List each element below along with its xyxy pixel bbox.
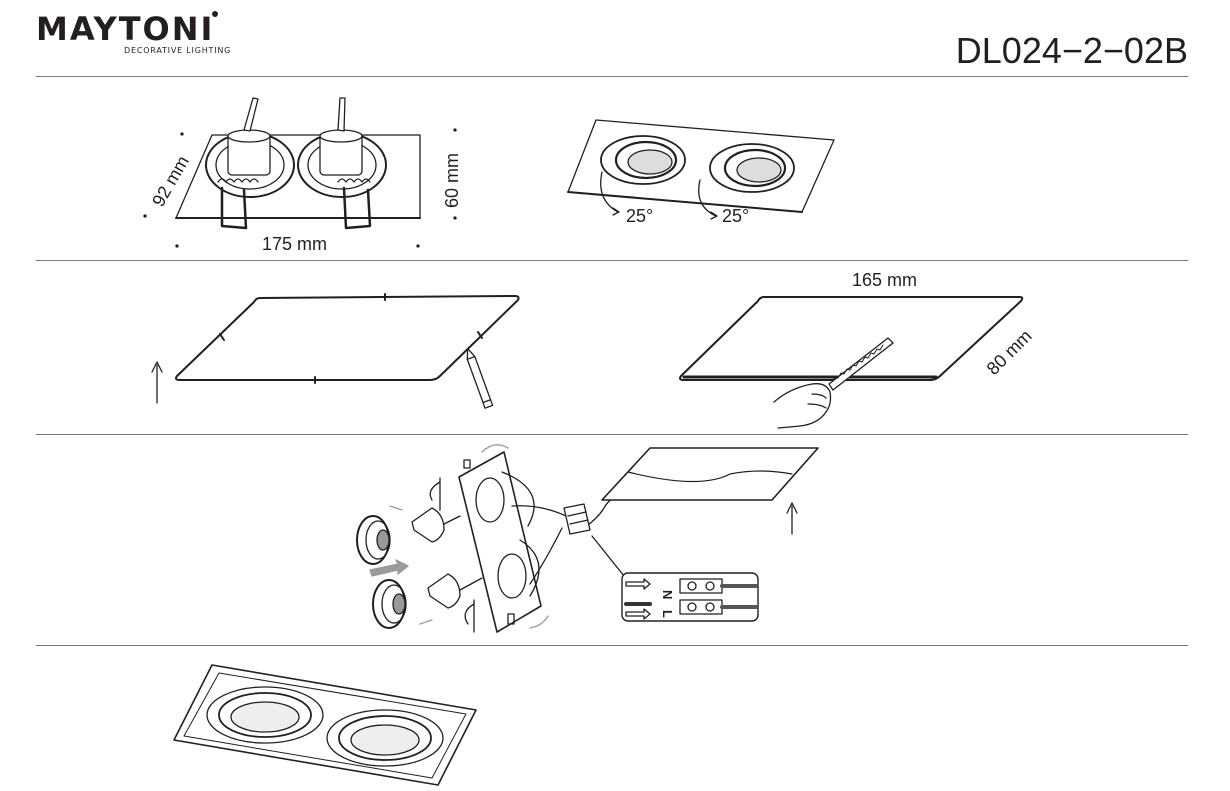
brand-logo: MAYTONI DECORATIVE LIGHTING <box>36 8 236 58</box>
wiring-detail <box>621 572 759 622</box>
hand-icon <box>773 383 832 429</box>
pencil-icon <box>466 347 494 409</box>
rotate-arrow-icon <box>481 444 509 453</box>
cut-depth-label: 80 mm <box>983 326 1036 379</box>
rotate-arrow-icon <box>698 179 717 217</box>
tilt-right-label: 25° <box>722 206 749 226</box>
terminal-block <box>563 503 591 535</box>
tilt-left-label: 25° <box>626 206 653 226</box>
rotate-arrow-icon <box>529 615 549 629</box>
live-label: L <box>660 610 675 618</box>
cut-ceiling-figure <box>679 296 1024 429</box>
brand-tagline: DECORATIVE LIGHTING <box>124 46 232 55</box>
lamp-right <box>297 97 387 230</box>
divider-2 <box>36 260 1188 261</box>
wire-arrow-icon <box>625 578 651 590</box>
wire-arrow-icon <box>625 608 651 620</box>
arrow-up-icon <box>151 361 163 404</box>
brand-name: MAYTONI <box>36 10 215 48</box>
lamp-ring-bottom <box>372 579 407 629</box>
installed-product-figure <box>173 664 477 786</box>
assembly-figure <box>356 444 819 633</box>
insert-arrow-icon <box>369 559 409 577</box>
saw-icon <box>828 337 894 391</box>
lamp-ring-top <box>356 515 391 565</box>
height-label: 60 mm <box>442 153 462 208</box>
tilt-figure <box>567 119 835 220</box>
brand-logo-dot <box>212 11 218 17</box>
neutral-label: N <box>660 590 675 599</box>
width-label: 175 mm <box>262 234 327 254</box>
model-number: DL024−2−02B <box>955 30 1188 71</box>
mark-ceiling-figure <box>151 293 520 409</box>
arrow-up-icon <box>786 502 798 535</box>
divider-1 <box>36 76 1188 77</box>
cut-width-label: 165 mm <box>852 270 917 290</box>
divider-4 <box>36 645 1188 646</box>
lamp-left <box>205 97 295 230</box>
divider-3 <box>36 434 1188 435</box>
product-dimensions-figure <box>143 97 457 248</box>
